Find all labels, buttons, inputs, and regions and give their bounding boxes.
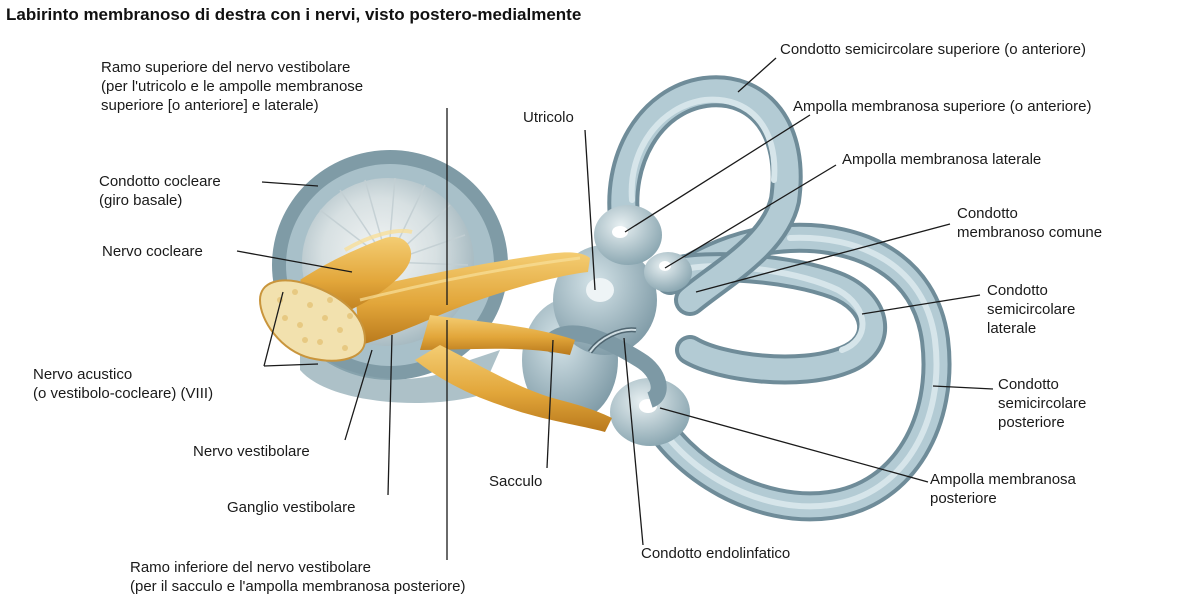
label-acoustic-nerve: Nervo acustico (o vestibolo-cocleare) (V…	[33, 366, 214, 402]
label-sacculus: Sacculo	[489, 473, 543, 490]
label-cochlear-duct: Condotto cocleare (giro basale)	[99, 173, 221, 209]
posterior-ampulla	[610, 378, 690, 446]
label-vestibular-ganglion: Ganglio vestibolare	[227, 499, 356, 516]
label-lateral-ampulla: Ampolla membranosa laterale	[842, 151, 1042, 168]
label-endolymphatic-duct: Condotto endolinfatico	[641, 545, 791, 562]
leader-lines	[236, 57, 994, 560]
label-posterior-semicircular-canal: Condotto semicircolare posteriore	[998, 376, 1087, 431]
label-superior-ampulla: Ampolla membranosa superiore (o anterior…	[793, 98, 1092, 115]
label-posterior-ampulla: Ampolla membranosa posteriore	[930, 471, 1076, 507]
vestibulocochlear-nerve	[258, 228, 612, 432]
label-cochlear-nerve: Nervo cocleare	[102, 243, 203, 260]
superior-semicircular-canal	[607, 75, 803, 316]
figure-title: Labirinto membranoso di destra con i ner…	[6, 5, 582, 24]
label-utricle: Utricolo	[523, 109, 574, 126]
superior-ampulla	[594, 205, 662, 265]
label-vestibular-nerve: Nervo vestibolare	[193, 443, 310, 460]
label-lateral-semicircular-canal: Condotto semicircolare laterale	[987, 282, 1076, 337]
label-superior-semicircular-canal: Condotto semicircolare superiore (o ante…	[780, 41, 1086, 58]
utriculo-saccular-connection	[537, 325, 667, 408]
label-common-crus: Condotto membranoso comune	[957, 205, 1103, 241]
label-inferior-vestibular-branch: Ramo inferiore del nervo vestibolare (pe…	[130, 559, 466, 595]
label-superior-vestibular-branch: Ramo superiore del nervo vestibolare (pe…	[101, 59, 364, 114]
lateral-ampulla	[644, 252, 692, 292]
